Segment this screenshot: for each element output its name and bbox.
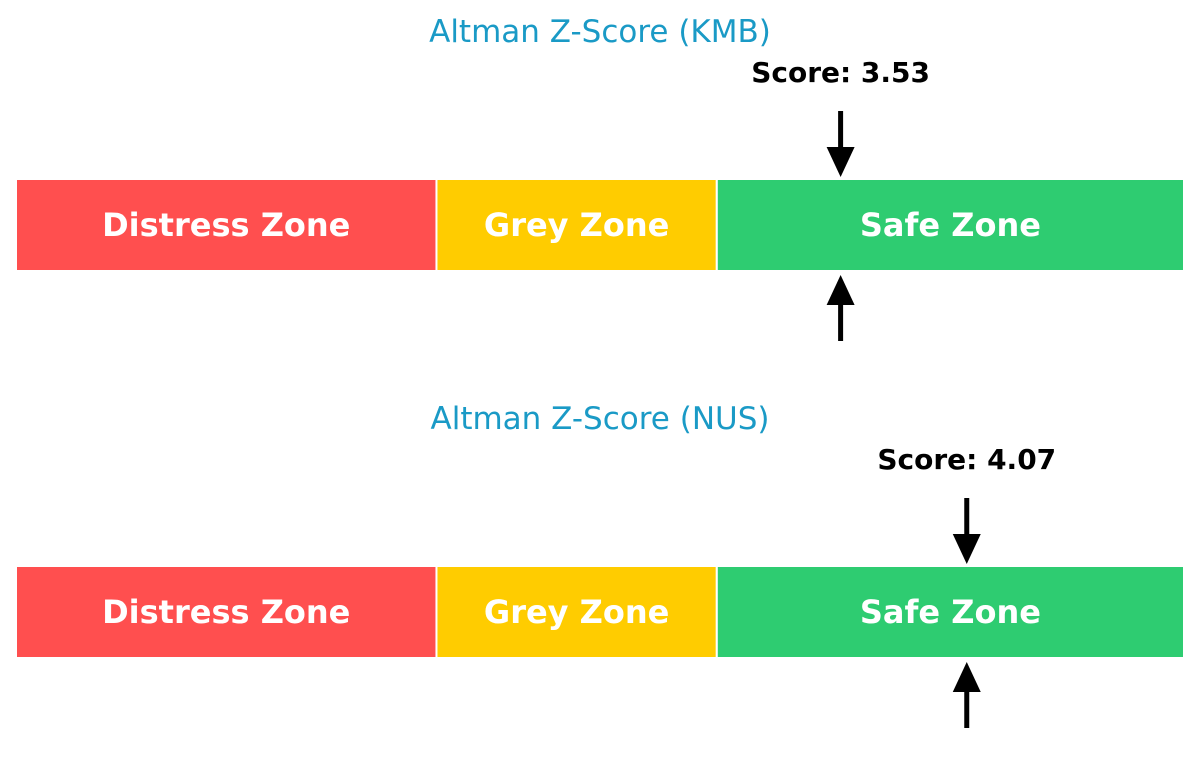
zone-label: Safe Zone — [860, 206, 1041, 244]
zone-label: Distress Zone — [102, 593, 350, 631]
gauge-title: Altman Z-Score (NUS) — [431, 401, 770, 437]
zone-segment — [435, 178, 718, 272]
score-arrow-up-head — [952, 662, 981, 692]
score-label: Score: 4.07 — [877, 443, 1056, 476]
zone-segment — [715, 178, 1185, 272]
zone-label: Distress Zone — [102, 206, 350, 244]
score-arrow-up-head — [826, 275, 855, 305]
zone-label: Grey Zone — [484, 206, 669, 244]
score-arrow-down-head — [952, 534, 981, 564]
gauge-panel: Altman Z-Score (NUS) Distress Zone Grey Zo… — [15, 401, 1185, 728]
score-arrow-down-head — [826, 147, 855, 177]
zone-label: Safe Zone — [860, 593, 1041, 631]
gauge-panel: Altman Z-Score (KMB) Distress Zone Grey Zo… — [15, 14, 1185, 341]
gauge-title: Altman Z-Score (KMB) — [429, 14, 771, 50]
zone-segment — [15, 178, 438, 272]
score-label: Score: 3.53 — [751, 56, 930, 89]
zone-segment — [15, 565, 438, 659]
zone-label: Grey Zone — [484, 593, 669, 631]
zone-segment — [715, 565, 1185, 659]
